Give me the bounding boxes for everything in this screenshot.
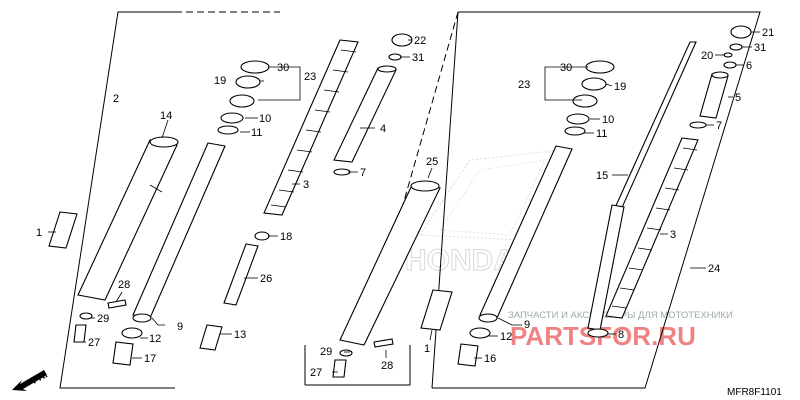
- callout-3-right: 3: [670, 229, 676, 241]
- callout-21: 21: [762, 27, 774, 39]
- callout-8: 8: [618, 329, 624, 341]
- callout-9: 9: [177, 321, 183, 333]
- callout-13: 13: [234, 329, 246, 341]
- callout-30-right: 30: [560, 62, 572, 74]
- front-direction-arrow: FR.: [12, 369, 50, 391]
- callout-12: 12: [149, 333, 161, 345]
- callout-1: 1: [36, 227, 42, 239]
- callout-28-right: 28: [381, 360, 393, 372]
- callout-20: 20: [701, 50, 713, 62]
- callout-14: 14: [160, 110, 172, 122]
- callouts-right: 3 5 6 7 8 10 11 15 19 20 21 23 24 30 31: [518, 27, 774, 341]
- callout-11-right: 11: [596, 128, 607, 140]
- callout-15: 15: [596, 170, 608, 182]
- callout-31-right: 31: [754, 42, 766, 54]
- callout-19: 19: [214, 75, 226, 87]
- left-fork-parts: [48, 33, 413, 366]
- callout-22: 22: [414, 35, 426, 47]
- callout-29-right: 29: [320, 346, 332, 358]
- callout-5: 5: [735, 92, 741, 104]
- callout-24: 24: [708, 263, 720, 275]
- callout-9-right: 9: [524, 319, 530, 331]
- callout-10-right: 10: [602, 114, 614, 126]
- callout-19-right: 19: [614, 81, 626, 93]
- callout-7: 7: [360, 167, 366, 179]
- honda-watermark: HONDA: [405, 149, 561, 278]
- callout-23-right: 23: [518, 79, 530, 91]
- callout-28: 28: [118, 279, 130, 291]
- callout-11: 11: [251, 127, 262, 139]
- callout-6: 6: [746, 60, 752, 72]
- callout-10: 10: [259, 113, 271, 125]
- callout-30: 30: [277, 62, 289, 74]
- callout-7-right: 7: [716, 120, 722, 132]
- callout-27-right: 27: [310, 367, 322, 379]
- callout-26: 26: [260, 273, 272, 285]
- watermark-brand: HONDA: [405, 244, 515, 277]
- callout-2: 2: [113, 93, 119, 105]
- callout-17: 17: [144, 353, 156, 365]
- callout-1-right: 1: [424, 343, 430, 355]
- callout-27: 27: [88, 337, 100, 349]
- diagram-code: MFR8F1101: [727, 387, 782, 398]
- leader-lines: [48, 31, 760, 373]
- callouts-left: 1 2 3 4 7 9 10 11 12 13 14 17 18 19 22 2…: [36, 35, 426, 365]
- callout-31: 31: [412, 52, 424, 64]
- callout-4: 4: [380, 123, 386, 135]
- right-fork-parts: [332, 25, 752, 378]
- callout-25: 25: [426, 156, 438, 168]
- callout-23: 23: [304, 71, 316, 83]
- callout-18: 18: [280, 231, 292, 243]
- callout-12-right: 12: [500, 331, 512, 343]
- callouts-center: 25 1 9 12 16 27 28 29: [310, 156, 530, 379]
- callout-16: 16: [484, 353, 496, 365]
- direction-label: FR.: [30, 369, 50, 386]
- callout-3: 3: [303, 179, 309, 191]
- callout-29: 29: [97, 313, 109, 325]
